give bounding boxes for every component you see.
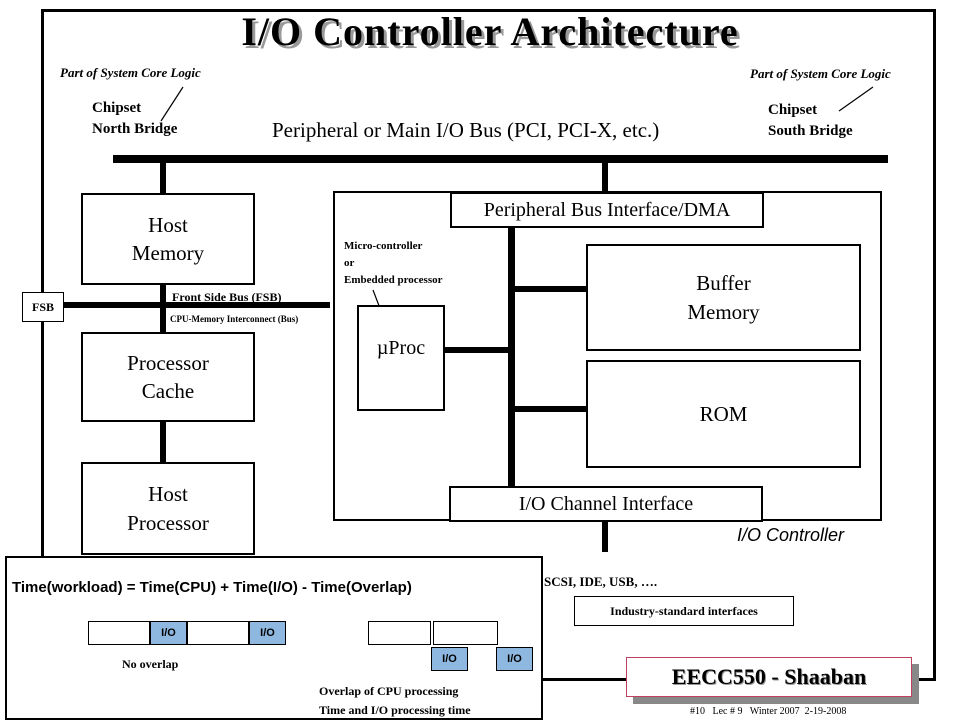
cache-processor-link — [160, 421, 166, 463]
controller-internal-bus — [508, 226, 515, 488]
front-side-bus — [62, 302, 330, 308]
north-note: Part of System Core Logic — [60, 65, 201, 80]
micro-note-line1: Micro-controller — [344, 240, 423, 252]
processor-cache-line1: Processor — [127, 350, 209, 375]
fsb-label: Front Side Bus (FSB) — [172, 290, 282, 304]
bus-drop-memory — [160, 160, 166, 194]
overlap-label-line2: Time and I/O processing time — [319, 703, 471, 717]
peripheral-interface-box: Peripheral Bus Interface/DMA — [450, 192, 764, 228]
channel-drop — [602, 521, 608, 552]
cpu-block-1 — [88, 621, 150, 645]
uproc-bus-link — [444, 347, 512, 353]
interfaces-box: Industry-standard interfaces — [574, 596, 794, 626]
bus-drop-controller — [602, 160, 608, 194]
no-overlap-label: No overlap — [122, 657, 179, 671]
host-memory-line1: Host — [148, 212, 188, 237]
cpu-block-2 — [187, 621, 249, 645]
north-pointer — [160, 86, 184, 122]
page-title: I/O Controller Architecture — [241, 9, 739, 54]
overlap-cpu-block-1 — [368, 621, 431, 645]
north-bridge-label: North Bridge — [92, 121, 178, 137]
buffer-memory-line1: Buffer — [696, 271, 751, 296]
slide-footer: #10 Lec # 9 Winter 2007 2-19-2008 — [690, 706, 847, 717]
host-memory-box: Host Memory — [81, 193, 255, 285]
north-chipset-label: Chipset — [92, 100, 142, 116]
io-controller-caption: I/O Controller — [737, 525, 845, 545]
overlap-io-block-2: I/O — [496, 647, 533, 671]
buffer-memory-box: Buffer Memory — [586, 244, 861, 351]
processor-cache-box: Processor Cache — [81, 332, 255, 422]
uproc-box: µProc — [357, 305, 445, 411]
host-processor-box: Host Processor — [81, 462, 255, 555]
fsb-sublabel: CPU-Memory Interconnect (Bus) — [170, 314, 299, 324]
host-processor-line1: Host — [148, 482, 188, 507]
host-processor-line2: Processor — [127, 510, 209, 535]
io-block-2: I/O — [249, 621, 286, 645]
rom-box: ROM — [586, 360, 861, 468]
micro-note-line3: Embedded processor — [344, 274, 443, 286]
south-bridge-label: South Bridge — [768, 123, 853, 139]
processor-cache-line2: Cache — [141, 379, 195, 403]
micro-note-line2: or — [344, 257, 355, 269]
io-block-1: I/O — [150, 621, 187, 645]
overlap-label: Overlap of CPU processing Time and I/O p… — [319, 682, 471, 720]
memory-cache-link — [160, 284, 166, 334]
micro-note: Micro-controller or Embedded processor — [344, 238, 443, 289]
main-bus-label: Peripheral or Main I/O Bus (PCI, PCI-X, … — [272, 118, 660, 142]
rom-bus-link — [512, 406, 588, 412]
south-chipset-label: Chipset — [768, 102, 818, 118]
buffer-memory-line2: Memory — [687, 299, 760, 324]
overlap-io-block-1: I/O — [431, 647, 468, 671]
main-io-bus — [113, 155, 888, 163]
host-memory-line2: Memory — [131, 241, 205, 265]
south-pointer — [838, 86, 874, 112]
workload-formula: Time(workload) = Time(CPU) + Time(I/O) -… — [12, 579, 412, 596]
fsb-tag: FSB — [22, 292, 64, 322]
south-note: Part of System Core Logic — [750, 66, 891, 81]
overlap-cpu-block-2 — [433, 621, 498, 645]
interfaces-list: SCSI, IDE, USB, …. — [544, 574, 658, 589]
overlap-label-line1: Overlap of CPU processing — [319, 684, 459, 698]
buffer-bus-link — [512, 286, 588, 292]
io-channel-interface-box: I/O Channel Interface — [449, 486, 763, 522]
course-badge: EECC550 - Shaaban — [626, 657, 912, 697]
